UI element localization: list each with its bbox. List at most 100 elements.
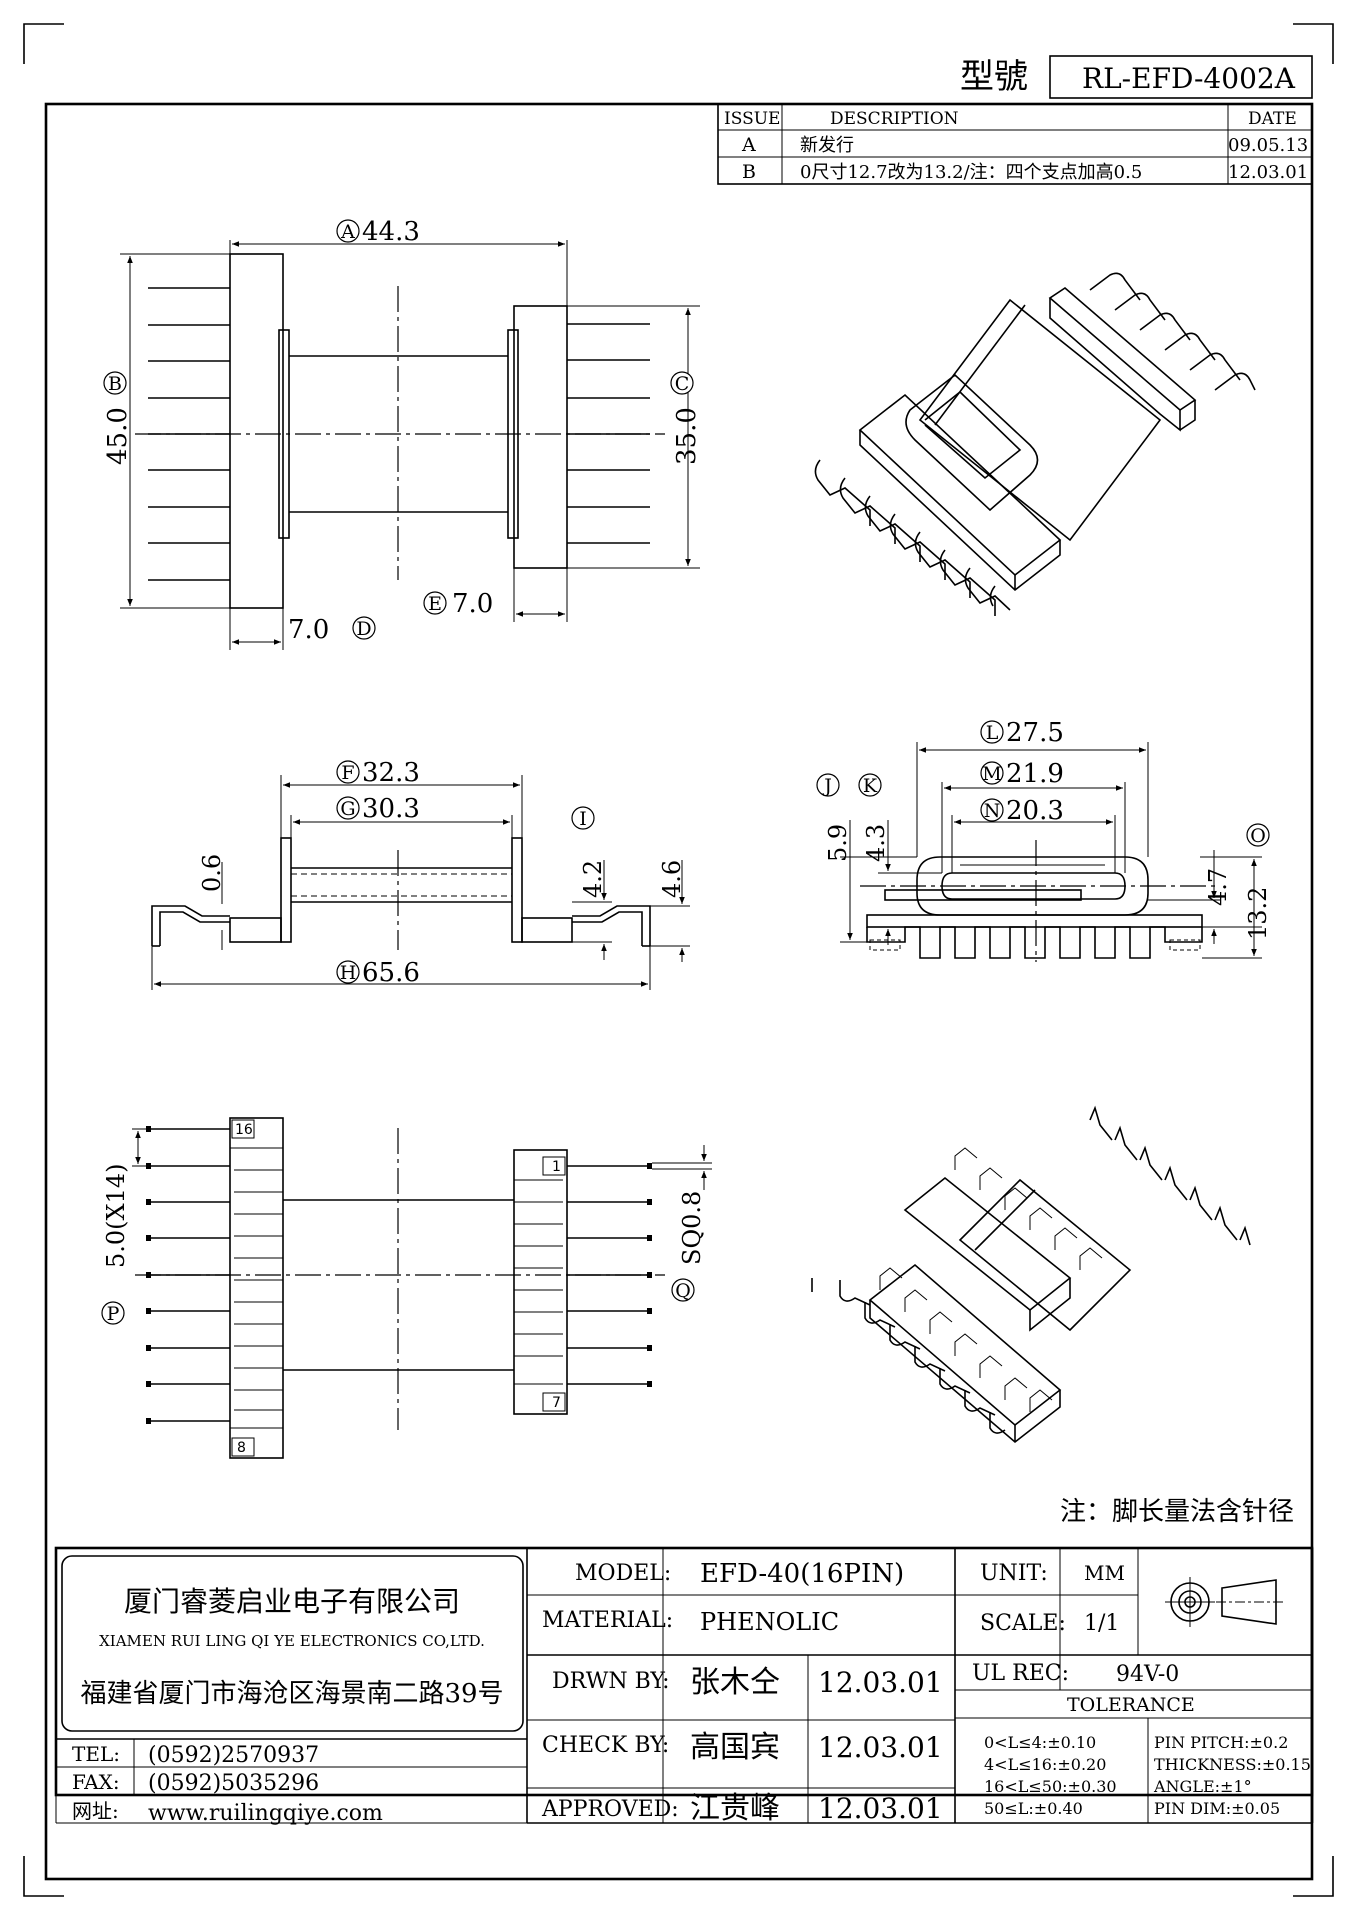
dim-c-letter: C [675,373,690,395]
revision-table: ISSUE DESCRIPTION DATE A 新发行 09.05.13 B … [717,103,1313,185]
dim-d-letter: D [356,618,371,640]
rev-b-issue: B [742,161,756,183]
tol-right-3: PIN DIM:±0.05 [1154,1799,1280,1818]
fax-value: (0592)5035296 [148,1771,319,1796]
dim-b-letter: B [108,373,122,395]
tb-check-name: 高国宾 [690,1730,780,1765]
pin-1-label: 1 [552,1159,561,1175]
tol-left-1: 4<L≤16:±0.20 [984,1755,1106,1774]
dim-n-letter: N [984,800,1001,822]
company-name-en: XIAMEN RUI LING QI YE ELECTRONICS CO,LTD… [99,1632,485,1650]
dim-h-value: 65.6 [362,958,420,988]
rev-b-description: 0尺寸12.7改为13.2/注：四个支点加高0.5 [800,162,1142,183]
iso-view-top [814,272,1256,616]
dim-m-letter: M [982,763,1001,785]
tb-drawn-date: 12.03.01 [818,1666,943,1699]
bottom-view: 16 1 8 7 [101,1117,712,1459]
dim-q-value: SQ0.8 [678,1191,706,1265]
tb-approved-label: APPROVED: [541,1797,679,1822]
tol-left-0: 0<L≤4:±0.10 [984,1733,1096,1752]
pin-7-label: 7 [552,1395,561,1411]
tb-check-label: CHECK BY: [542,1733,669,1758]
dim-a-letter: A [340,221,355,243]
side-view: F 32.3 G 30.3 H 65.6 0.6 I 4.2 4.6 [151,758,690,990]
company-address: 福建省厦门市海沧区海景南二路39号 [80,1679,503,1709]
tb-material-label: MATERIAL: [542,1608,673,1633]
sheet-border [44,102,1314,1881]
title-block: 厦门睿菱启业电子有限公司 XIAMEN RUI LING QI YE ELECT… [54,1546,1314,1826]
rev-a-description: 新发行 [800,135,854,156]
dim-4-7: 4.7 [1204,868,1232,906]
rev-header-description: DESCRIPTION [830,109,959,129]
dim-o-letter: O [1250,825,1266,847]
dim-j-value: 5.9 [824,824,852,862]
dim-c-value: 35.0 [672,407,702,465]
dim-k-value: 4.3 [862,824,890,862]
tel-label: TEL: [72,1742,120,1766]
tb-scale-label: SCALE: [980,1611,1066,1636]
web-label: 网址: [72,1799,119,1823]
rev-a-date: 09.05.13 [1228,135,1308,156]
tb-tolerance-label: TOLERANCE [1067,1694,1195,1716]
end-view: L 27.5 M 21.9 N 20.3 J K 5.9 4.3 4.7 [816,718,1272,962]
dim-e-letter: E [428,593,442,615]
fax-label: FAX: [72,1770,120,1794]
rev-header-issue: ISSUE [724,109,780,129]
dim-e-value: 7.0 [452,589,493,619]
tb-model-label: MODEL: [575,1561,671,1586]
tol-left-2: 16<L≤50:±0.30 [984,1777,1117,1796]
dim-0-6: 0.6 [198,854,226,892]
dim-k-letter: K [863,775,878,797]
tb-check-date: 12.03.01 [818,1731,943,1764]
tol-left-3: 50≤L:±0.40 [984,1799,1083,1818]
dim-g-letter: G [340,798,355,820]
dim-q-letter: Q [675,1280,691,1302]
model-code: RL-EFD-4002A [1082,62,1296,95]
pin-16-label: 16 [235,1122,253,1138]
tel-value: (0592)2570937 [148,1743,319,1768]
dim-g-value: 30.3 [362,794,420,824]
tb-material-value: PHENOLIC [700,1608,839,1636]
rev-header-date: DATE [1248,109,1297,129]
tb-ul-label: UL REC: [972,1661,1069,1686]
tb-scale-value: 1/1 [1084,1611,1119,1636]
tb-approved-name: 江贵峰 [690,1791,780,1826]
dim-p-letter: P [107,1303,120,1325]
tb-unit-label: UNIT: [980,1561,1048,1586]
tb-drawn-label: DRWN BY: [552,1669,670,1694]
dim-f-letter: F [341,762,354,784]
model-header: 型號 RL-EFD-4002A [960,55,1313,99]
tb-ul-value: 94V-0 [1116,1662,1179,1687]
company-name-cn: 厦门睿菱启业电子有限公司 [124,1585,460,1618]
dim-p-value: 5.0(X14) [102,1163,130,1268]
pin-length-note: 注：脚长量法含针径 [1060,1497,1294,1527]
dim-l-letter: L [986,722,999,744]
rev-a-issue: A [741,134,756,156]
rev-b-date: 12.03.01 [1228,162,1308,183]
dim-o-value: 13.2 [1244,887,1272,940]
dim-l-value: 27.5 [1006,718,1064,748]
top-view: A 44.3 B 45.0 C 35.0 7.0 D E 7.0 [103,217,702,650]
dim-j-letter: J [822,775,832,797]
tol-right-0: PIN PITCH:±0.2 [1154,1733,1288,1752]
dim-h-letter: H [340,962,357,984]
dim-b-value: 45.0 [103,407,133,465]
dim-m-value: 21.9 [1006,759,1064,789]
model-label: 型號 [960,57,1028,97]
dim-a-value: 44.3 [362,217,420,247]
dim-i-value: 4.2 [579,860,607,898]
dim-f-value: 32.3 [362,758,420,788]
tol-right-1: THICKNESS:±0.15 [1154,1755,1311,1774]
web-value: www.ruilingqiye.com [148,1801,383,1826]
iso-view-bottom [811,1105,1251,1444]
dim-d-value: 7.0 [288,615,329,645]
corner-marks [23,23,1334,1897]
tb-model-value: EFD-40(16PIN) [700,1559,904,1589]
projection-symbol-icon [1165,1577,1286,1627]
dim-n-value: 20.3 [1006,796,1064,826]
tb-unit-value: MM [1084,1561,1125,1585]
tb-drawn-name: 张木仝 [690,1665,780,1700]
tol-right-2: ANGLE:±1° [1153,1777,1252,1796]
tb-approved-date: 12.03.01 [818,1792,943,1825]
